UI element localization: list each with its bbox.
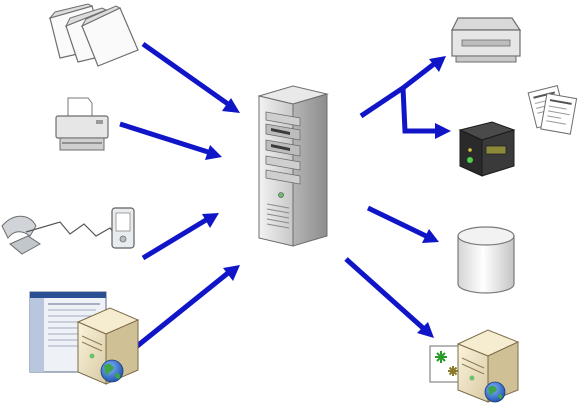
globe-icon <box>100 359 124 383</box>
printer-base <box>59 137 105 151</box>
arrow-server-to-database <box>366 205 439 243</box>
tower-side <box>292 93 328 247</box>
phone-cord <box>25 221 121 241</box>
reader-slot <box>485 145 507 155</box>
printer-icon <box>451 17 522 63</box>
globe-icon <box>484 381 506 403</box>
arrow-webapp-to-server <box>134 265 240 349</box>
printer-body <box>55 115 109 139</box>
arrow-server-to-webserver <box>344 257 434 338</box>
arrow-printer-to-server <box>119 121 222 160</box>
web-app-server-icon <box>29 291 140 385</box>
document-sheet <box>80 5 139 67</box>
phone-pda-icon <box>1 207 135 255</box>
database-cylinder-icon <box>457 226 515 294</box>
reader-status-light <box>467 157 473 163</box>
printer-icon <box>55 97 109 151</box>
documents-icon <box>48 3 139 67</box>
printer-button <box>96 120 103 124</box>
pda-icon <box>111 207 135 249</box>
arrow-phone-to-server <box>141 213 219 261</box>
arrow-server-to-printer-and-reader <box>359 56 451 139</box>
connection-arrows <box>119 41 451 349</box>
paper-tray <box>461 39 511 47</box>
printer-base <box>455 55 517 63</box>
printed-pages-icon <box>527 85 578 135</box>
card-reader-icon <box>458 121 516 177</box>
tower-vents <box>266 203 290 229</box>
power-button <box>278 192 284 198</box>
printer-top <box>451 17 522 31</box>
web-server-icon <box>429 329 520 403</box>
server-tower-icon <box>257 85 329 247</box>
handset-icon <box>1 215 41 255</box>
arrow-documents-to-server <box>141 41 240 113</box>
drive-bays <box>265 111 301 185</box>
